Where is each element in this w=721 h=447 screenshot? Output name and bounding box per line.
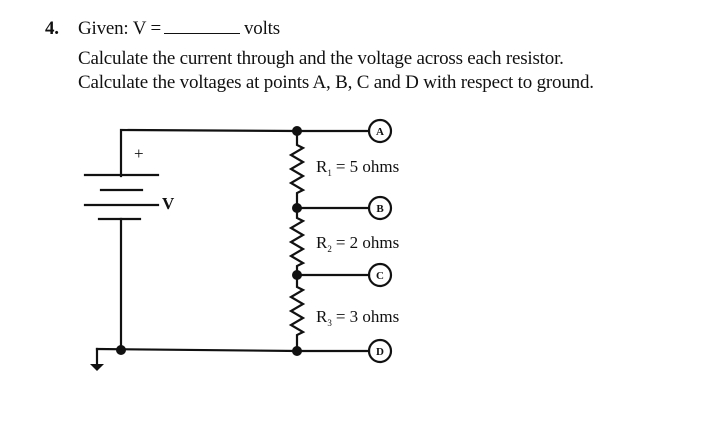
r1-value: = 5 ohms <box>336 157 399 176</box>
junction-dot-c <box>292 270 302 280</box>
junction-dot-a <box>292 126 302 136</box>
instruction-2: Calculate the voltages at points A, B, C… <box>78 72 594 93</box>
resistor-r3 <box>288 273 306 353</box>
given-line: Given: V = volts <box>78 18 280 40</box>
voltage-blank[interactable] <box>163 18 240 34</box>
r2-label: R2 = 2 ohms <box>316 233 399 254</box>
r1-label: R1 = 5 ohms <box>316 157 399 178</box>
top-wire <box>119 128 299 178</box>
r3-name: R <box>316 307 328 326</box>
point-c-label: C <box>376 270 384 282</box>
ground-icon <box>90 364 104 371</box>
point-d-circle <box>367 338 393 364</box>
r2-value: = 2 ohms <box>336 233 399 252</box>
instruction-1: Calculate the current through and the vo… <box>78 48 564 69</box>
r1-name: R <box>316 157 328 176</box>
r3-value: = 3 ohms <box>336 307 399 326</box>
r3-subscript: 3 <box>327 318 332 328</box>
point-a-label: A <box>376 126 384 138</box>
point-a-circle <box>367 118 393 144</box>
point-d-label: D <box>376 346 384 358</box>
r2-name: R <box>316 233 328 252</box>
junction-dot-ground <box>116 345 126 355</box>
plus-symbol: + <box>134 144 144 163</box>
given-suffix: volts <box>243 18 280 39</box>
r1-subscript: 1 <box>327 168 332 178</box>
point-c-circle <box>367 262 393 288</box>
r3-label: R3 = 3 ohms <box>316 307 399 328</box>
bottom-wire <box>95 347 299 353</box>
point-b-label: B <box>376 203 384 215</box>
r2-subscript: 2 <box>327 244 332 254</box>
resistor-r1 <box>288 129 306 210</box>
junction-dot-b <box>292 203 302 213</box>
given-prefix: Given: V = <box>78 18 161 39</box>
junction-dot-d <box>292 346 302 356</box>
point-b-circle <box>367 195 393 221</box>
resistor-r2 <box>288 206 306 277</box>
battery-label: V <box>162 194 175 213</box>
question-number: 4. <box>45 18 59 39</box>
